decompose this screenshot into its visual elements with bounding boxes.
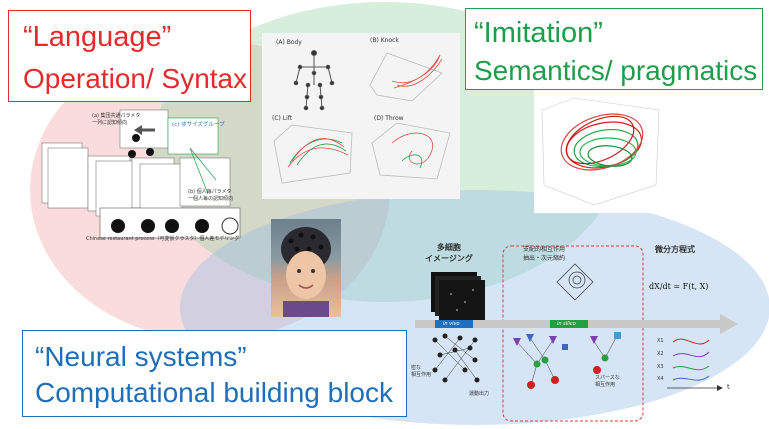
imitation-label-box: “Imitation” Semantics/ pragmatics bbox=[465, 8, 763, 90]
lift-trajectory bbox=[273, 124, 353, 184]
neural-title: “Neural systems” bbox=[35, 341, 247, 372]
x2-label: X2 bbox=[657, 351, 664, 357]
language-title: “Language” bbox=[23, 21, 172, 53]
motion-plots bbox=[273, 50, 451, 184]
attractor-figure bbox=[534, 90, 665, 213]
language-subtitle: Operation/ Syntax bbox=[23, 63, 248, 94]
motion-capture-figure: (A) Body (B) Knock (C) Lift (D) Throw bbox=[262, 33, 460, 199]
language-label-box: “Language” Operation/ Syntax bbox=[8, 10, 251, 102]
imitation-subtitle: Semantics/ pragmatics bbox=[474, 55, 758, 86]
x3-label: X3 bbox=[657, 364, 664, 370]
motor-label: 運動出力 bbox=[469, 391, 490, 397]
group-label: (c) ゆサイズグループ bbox=[172, 122, 225, 128]
dominant-label: 支配的相互作用 抽出・次元縮約 bbox=[523, 246, 566, 262]
individual-param-label: (b) 個人毎パラメタ 一個人毎の認知傾向 bbox=[188, 189, 234, 202]
sparse-label: スパースな 相互作用 bbox=[595, 375, 620, 388]
language-diagram bbox=[41, 109, 241, 239]
panel-lift-label: (C) Lift bbox=[272, 115, 293, 122]
x4-label: X4 bbox=[657, 376, 664, 382]
dense-label: 密な 相互作用 bbox=[411, 365, 432, 378]
panel-throw-label: (D) Throw bbox=[374, 115, 404, 122]
diffeq-label: 微分方程式 bbox=[655, 245, 695, 254]
eeg-cap-icon bbox=[281, 227, 331, 317]
t-axis-label: t bbox=[727, 383, 730, 391]
attractor-plot bbox=[541, 97, 660, 206]
in-vivo-label: in vivo bbox=[443, 321, 460, 327]
neural-subtitle: Computational building block bbox=[35, 377, 393, 408]
stick-figure-icon bbox=[293, 50, 335, 111]
throw-trajectory bbox=[371, 122, 451, 180]
knock-trajectory bbox=[369, 52, 443, 102]
panel-body-label: (A) Body bbox=[276, 39, 302, 46]
imitation-title: “Imitation” bbox=[474, 17, 603, 49]
child-eeg-photo bbox=[271, 219, 341, 317]
panel-knock-label: (B) Knock bbox=[370, 37, 399, 44]
restaurant-label: Chinese restaurant process（可変仮クラスタ）個人差モデ… bbox=[86, 236, 240, 242]
x1-label: X1 bbox=[657, 338, 664, 344]
neural-label-box: “Neural systems” Computational building … bbox=[22, 330, 407, 417]
equation: dX/dt = F(t, X) bbox=[649, 282, 709, 291]
neural-diagram bbox=[415, 245, 738, 422]
neural-computation-figure: 多細胞 イメージング 支配的相互作用 抽出・次元縮約 微分方程式 bbox=[405, 240, 765, 425]
shared-param-label: (a) 集団共通パラメタ 一列に認知傾向 bbox=[92, 113, 141, 126]
imaging-label: 多細胞 イメージング bbox=[425, 243, 473, 263]
language-model-figure: (a) 集団共通パラメタ 一列に認知傾向 (c) ゆサイズグループ (b) 個人… bbox=[40, 108, 270, 243]
in-silico-label: in silico bbox=[557, 321, 576, 327]
